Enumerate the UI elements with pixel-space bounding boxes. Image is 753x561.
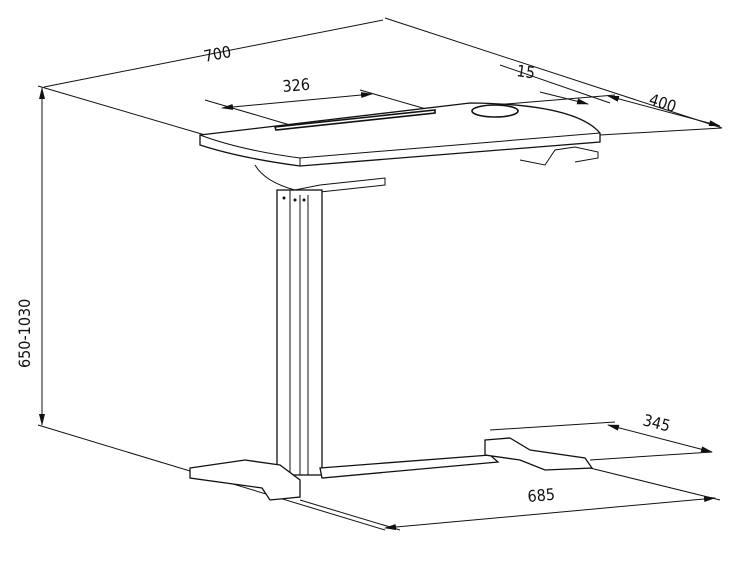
label-height-range: 650-1030 [15,299,34,368]
cup-holder [471,104,519,118]
label-width: 700 [202,42,233,66]
label-edge: 15 [515,61,536,82]
desk-top [199,102,601,193]
label-depth: 400 [647,90,679,117]
label-cable-tray: 326 [282,75,311,96]
crossbar [319,454,500,479]
label-base-width: 685 [527,485,556,506]
dimension-lines [39,19,721,530]
width-dimension-line [43,19,384,88]
label-foot-depth: 345 [641,410,672,435]
tray-dimension-line [221,92,373,110]
left-foot [189,459,301,501]
right-foot [484,437,594,471]
depth-dimension-line [607,95,721,127]
foot-dimension-line [607,424,713,453]
cable-tray-slot [273,109,436,131]
control-panel [519,146,599,166]
base-dimension-line [384,496,716,530]
desk-leg [276,189,323,476]
extension-lines [37,17,723,531]
desk-base [189,437,594,501]
